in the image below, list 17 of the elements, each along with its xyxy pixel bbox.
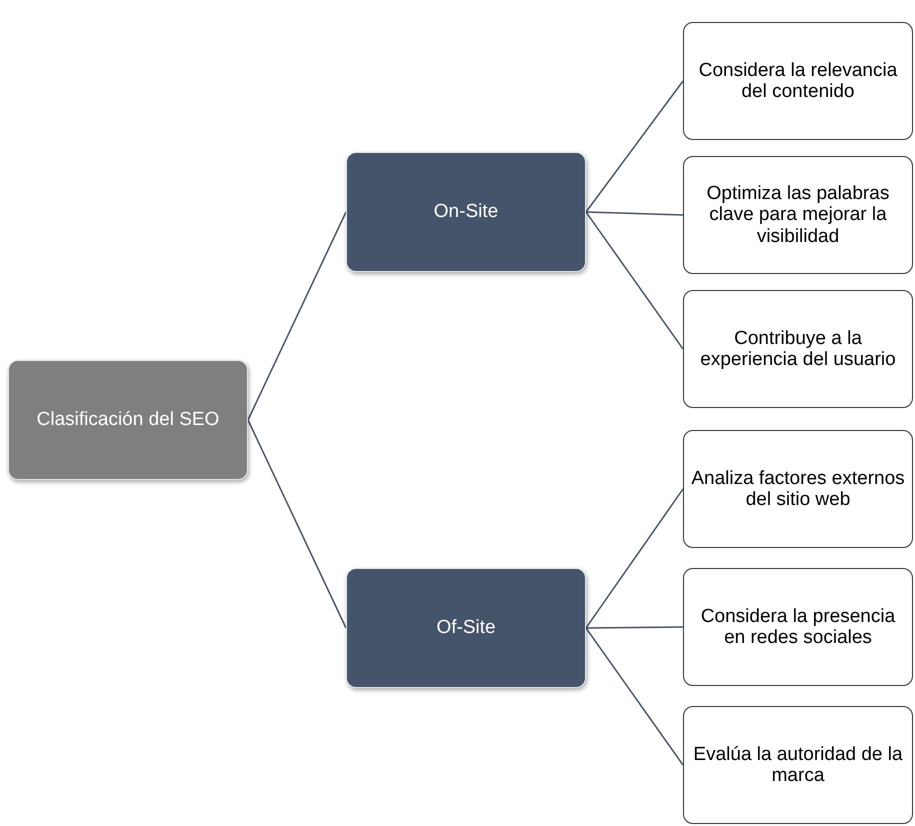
connector-line — [585, 212, 684, 350]
category-box: Clasificación del SEO — [8, 360, 248, 480]
description-box: Analiza factores externos del sitio web — [683, 430, 913, 548]
description-box: Optimiza las palabras clave para mejorar la visibilidad — [683, 156, 913, 274]
connector-line — [247, 212, 347, 420]
category-box: Of-Site — [346, 568, 586, 688]
description-box: Contribuye a la experiencia del usuario — [683, 290, 913, 408]
connector-line — [585, 488, 684, 628]
description-box: Considera la presencia en redes sociales — [683, 568, 913, 686]
description-box: Considera la relevancia del contenido — [683, 22, 913, 140]
connector-line — [586, 211, 684, 216]
connector-line — [585, 628, 684, 766]
description-box: Evalúa la autoridad de la marca — [683, 706, 913, 824]
connector-line — [247, 420, 347, 628]
connector-line — [586, 626, 683, 629]
category-box: On-Site — [346, 152, 586, 272]
connector-line — [585, 80, 684, 212]
